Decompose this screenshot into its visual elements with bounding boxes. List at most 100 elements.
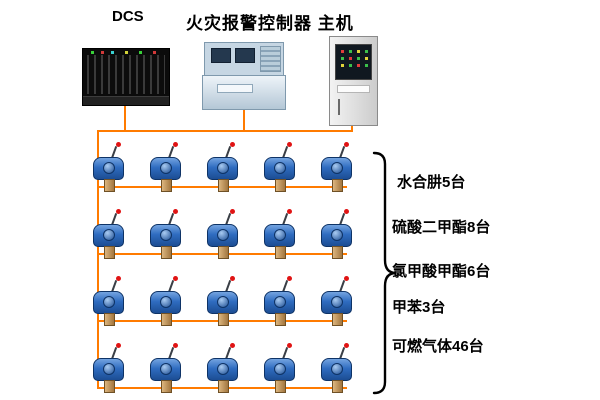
dcs-rack-base: [83, 96, 169, 105]
console-keyboard-icon: [217, 84, 253, 93]
gas-detector-icon: [318, 142, 354, 192]
gas-detector-icon: [90, 142, 126, 192]
grouping-brace-icon: [372, 151, 397, 395]
detector-led-icon: [116, 343, 121, 348]
detector-mount: [275, 179, 286, 192]
detector-body: [207, 224, 238, 247]
detector-body: [150, 291, 181, 314]
controller-cabinet-icon: [329, 36, 378, 126]
gas-detector-icon: [147, 142, 183, 192]
legend-item-methyl-chloroformate: 氯甲酸甲酯6台: [392, 263, 491, 280]
detector-body: [93, 157, 124, 180]
detector-led-icon: [230, 142, 235, 147]
signal-trunk-line: [97, 130, 99, 389]
detector-led-icon: [173, 343, 178, 348]
gas-detector-icon: [261, 142, 297, 192]
console-desk: [202, 75, 286, 110]
detector-body: [150, 157, 181, 180]
gas-detector-icon: [261, 209, 297, 259]
signal-line-drop-cabinet: [351, 124, 353, 130]
console-side-rack: [260, 46, 281, 72]
detector-mount: [275, 313, 286, 326]
detector-mount: [161, 246, 172, 259]
detector-led-icon: [116, 209, 121, 214]
gas-detector-icon: [147, 276, 183, 326]
detector-mount: [161, 313, 172, 326]
legend-item-hydrazine: 水合肼5台: [397, 174, 466, 191]
signal-line-drop-console: [243, 110, 245, 130]
detector-body: [207, 358, 238, 381]
detector-mount: [332, 179, 343, 192]
console-screen-icon: [235, 48, 255, 63]
detector-body: [321, 291, 352, 314]
detector-led-icon: [344, 209, 349, 214]
console-monitor-shelf: [204, 42, 284, 76]
detector-led-icon: [287, 276, 292, 281]
detector-led-icon: [116, 276, 121, 281]
detector-led-icon: [173, 276, 178, 281]
detector-mount: [218, 313, 229, 326]
gas-detector-icon: [90, 209, 126, 259]
console-screen-icon: [211, 48, 231, 63]
cabinet-door-handle: [338, 99, 340, 115]
detector-led-icon: [116, 142, 121, 147]
detector-body: [93, 358, 124, 381]
detector-mount: [332, 313, 343, 326]
detector-mount: [332, 246, 343, 259]
legend-item-combustible-gas: 可燃气体46台: [392, 338, 484, 355]
legend-item-toluene: 甲苯3台: [392, 299, 446, 316]
detector-body: [264, 358, 295, 381]
detector-mount: [161, 380, 172, 393]
gas-detector-icon: [147, 209, 183, 259]
detector-body: [321, 157, 352, 180]
detector-led-icon: [287, 209, 292, 214]
dcs-module-slats: [87, 55, 165, 94]
detector-led-icon: [173, 209, 178, 214]
detector-body: [93, 224, 124, 247]
detector-led-icon: [230, 343, 235, 348]
detector-body: [150, 358, 181, 381]
gas-detector-icon: [147, 343, 183, 393]
gas-detector-icon: [318, 343, 354, 393]
detector-mount: [332, 380, 343, 393]
detector-led-icon: [287, 343, 292, 348]
detector-mount: [218, 179, 229, 192]
dcs-rack-icon: [82, 48, 170, 106]
detector-led-icon: [344, 142, 349, 147]
detector-led-icon: [173, 142, 178, 147]
page-title: 火灾报警控制器 主机: [186, 14, 354, 33]
detector-body: [207, 157, 238, 180]
gas-detector-icon: [318, 209, 354, 259]
gas-detector-icon: [204, 209, 240, 259]
gas-detector-icon: [318, 276, 354, 326]
detector-mount: [104, 380, 115, 393]
gas-detector-icon: [204, 343, 240, 393]
detector-body: [93, 291, 124, 314]
detector-mount: [104, 246, 115, 259]
gas-detector-icon: [90, 276, 126, 326]
legend-item-dimethyl-sulfate: 硫酸二甲酯8台: [392, 219, 491, 236]
gas-detector-icon: [90, 343, 126, 393]
detector-body: [321, 358, 352, 381]
detector-led-icon: [344, 276, 349, 281]
detector-led-icon: [230, 276, 235, 281]
cabinet-indicator-lights-icon: [341, 50, 344, 53]
detector-mount: [275, 380, 286, 393]
detector-led-icon: [287, 142, 292, 147]
cabinet-label-strip: [337, 85, 370, 93]
gas-detector-icon: [261, 343, 297, 393]
detector-mount: [104, 179, 115, 192]
detector-body: [150, 224, 181, 247]
detector-body: [264, 291, 295, 314]
detector-led-icon: [230, 209, 235, 214]
cabinet-display-panel: [335, 44, 372, 80]
detector-mount: [275, 246, 286, 259]
dcs-led-lights-icon: [91, 51, 94, 54]
gas-detector-icon: [204, 142, 240, 192]
detector-led-icon: [344, 343, 349, 348]
signal-line-drop-dcs: [124, 104, 126, 130]
signal-bus-line: [97, 130, 353, 132]
detector-body: [264, 157, 295, 180]
detector-body: [207, 291, 238, 314]
